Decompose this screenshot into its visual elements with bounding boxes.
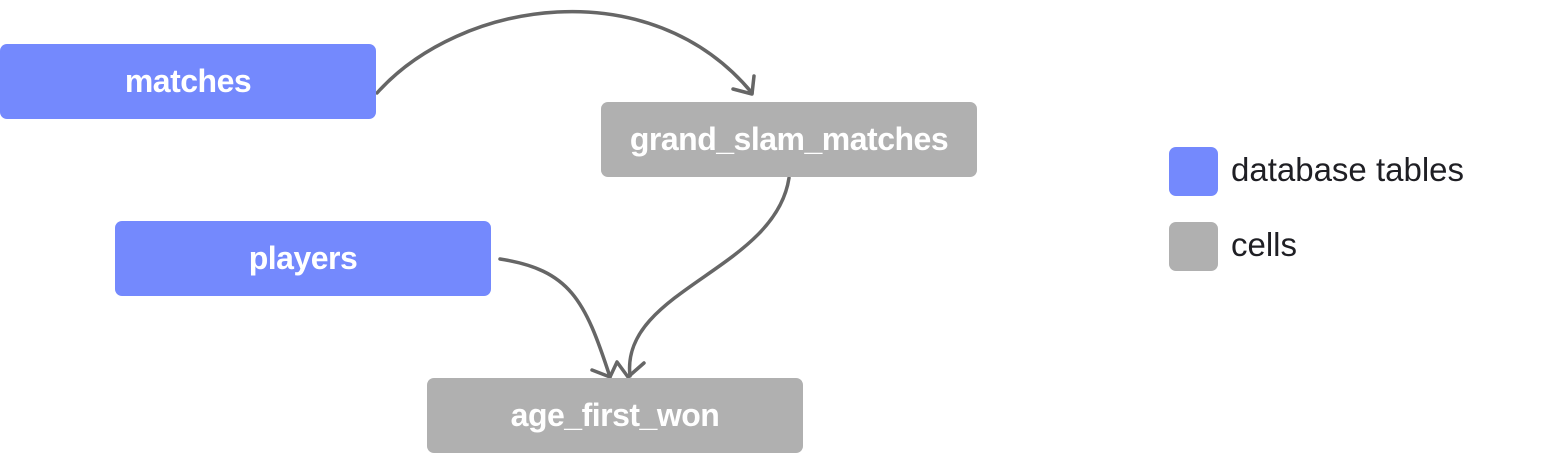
node-label: players [248, 240, 358, 276]
node-players[interactable]: players [115, 221, 491, 296]
edge-matches-to-grand-slam-matches [375, 9, 754, 95]
edge-players-to-age-first-won [498, 257, 612, 379]
legend-label-cells: cells [1231, 226, 1298, 263]
node-grand-slam-matches[interactable]: grand_slam_matches [601, 102, 977, 177]
edge-grand-slam-matches-to-age-first-won [627, 176, 791, 378]
node-label: grand_slam_matches [629, 121, 949, 157]
legend-label-database-tables: database tables [1231, 151, 1465, 188]
arrowhead-grand-slam-matches [731, 74, 756, 96]
node-age-first-won[interactable]: age_first_won [427, 378, 803, 453]
legend-swatch-cells [1169, 222, 1218, 271]
arrowhead-age-first-won [590, 360, 646, 379]
node-label: age_first_won [510, 397, 720, 433]
node-matches[interactable]: matches [0, 44, 376, 119]
legend-swatch-database-tables [1169, 147, 1218, 196]
node-label: matches [124, 63, 252, 99]
